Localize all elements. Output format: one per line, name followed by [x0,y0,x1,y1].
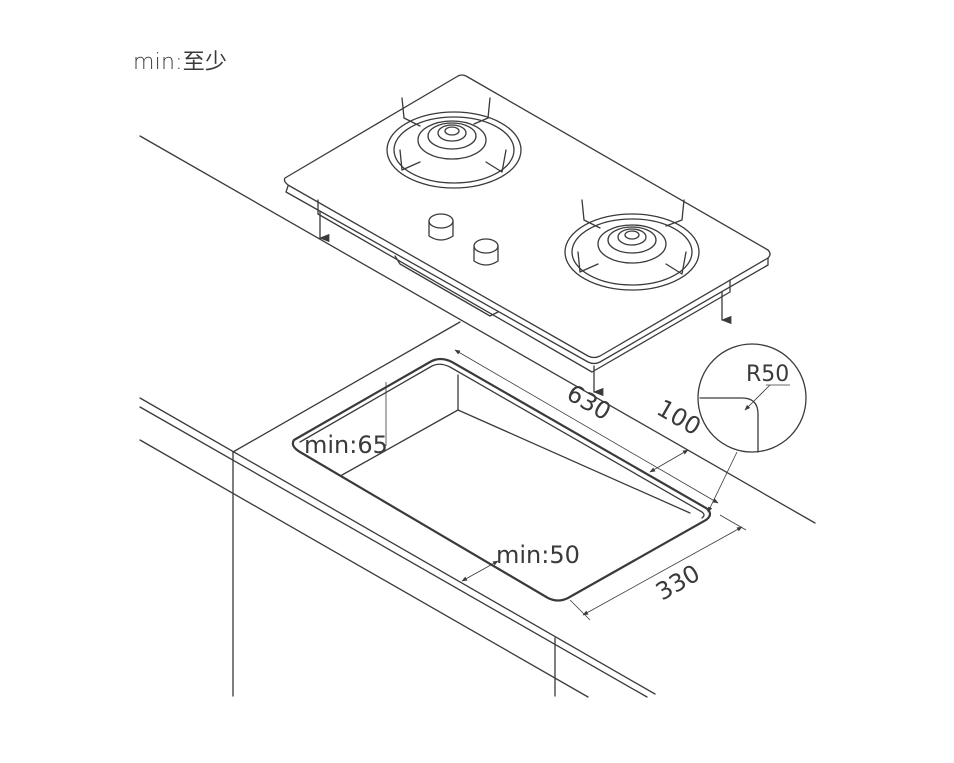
counter-front-edge-top [139,397,656,695]
corner-detail-radius [699,397,759,453]
cutout-rim-inner [299,363,705,519]
grate-arm [401,97,421,127]
dim-630-line [454,349,719,504]
cutout-inner-left-wall [341,409,459,476]
dim-330-ext-b [719,514,747,531]
corner-detail-circle [697,343,807,453]
dim-min50-line [461,560,499,582]
label-min65: min:65 [304,431,388,459]
corner-detail-arrow [744,384,771,411]
counter-left-surface-edge [232,321,461,453]
hob-body-front-detail [394,255,499,317]
dim-330-line [582,526,743,616]
label-min50: min:50 [496,541,580,569]
label-630: 630 [562,379,616,426]
legend-min-meaning: min:至少 [133,50,228,75]
knob-right [473,238,499,266]
counter-front-edge-mid [139,406,648,698]
dimension-lines [454,349,747,621]
burner-right [564,199,700,291]
knob-left [428,213,454,241]
burner-left [386,97,522,189]
dim-330-ext-a [569,599,591,621]
countertop [139,135,816,698]
cutout-inner-right-wall [457,409,691,514]
dim-100-line [649,449,689,473]
r50-leader [707,451,738,513]
counter-front-edge-low [139,439,589,698]
hob-body [317,199,731,373]
hob-glass-top [283,74,771,359]
hob-glass-edge [285,185,769,365]
corner-detail [697,343,807,453]
label-r50: R50 [746,362,789,387]
gas-hob [283,74,771,397]
cutout-outline [291,357,712,602]
label-330: 330 [651,559,705,606]
